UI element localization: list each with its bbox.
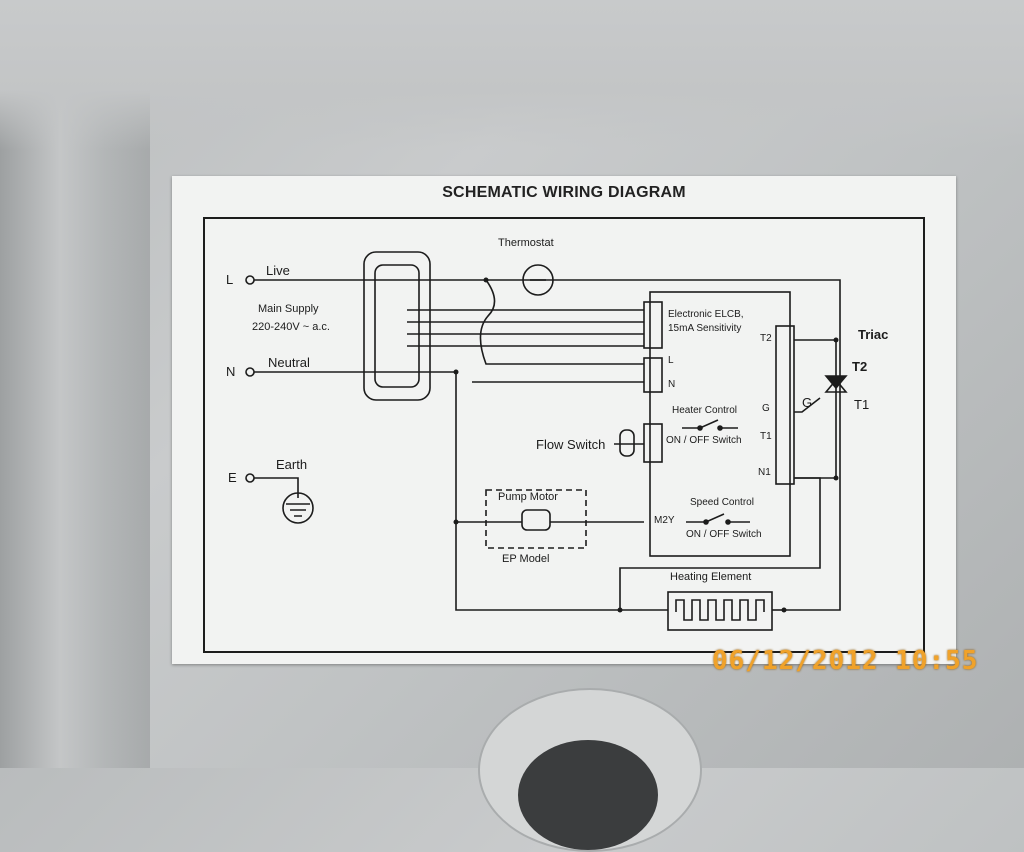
heating-element-label: Heating Element — [670, 571, 752, 583]
heater-switch-label: ON / OFF Switch — [666, 435, 742, 446]
elcb-core-outer — [363, 251, 431, 401]
triac-t2-t1 — [794, 339, 837, 479]
main-supply-voltage: 220-240V ~ a.c. — [252, 321, 330, 333]
triac-arrow-up — [824, 378, 848, 393]
earth-symbol — [282, 492, 314, 524]
heater-control-label: Heater Control — [672, 405, 738, 416]
board-n1-label: N1 — [758, 467, 771, 478]
elcb-sensitivity: 15mA Sensitivity — [668, 323, 742, 334]
elcb-connector — [643, 301, 663, 349]
terminal-l-label: L — [226, 272, 234, 287]
thermostat-return — [479, 279, 644, 365]
elcb-label: Electronic ELCB, — [668, 309, 744, 320]
earth-wire — [252, 477, 299, 498]
panel-hole — [518, 740, 658, 850]
thermostat-symbol — [522, 264, 554, 296]
pump-motor-symbol — [521, 509, 551, 531]
triac-gate — [794, 397, 821, 413]
board-t1-label: T1 — [760, 431, 772, 442]
triac-t1-label: T1 — [854, 397, 870, 412]
wiring-schematic — [203, 217, 925, 653]
live-label: Live — [266, 263, 290, 278]
speed-control-label: Speed Control — [690, 497, 754, 508]
board-n-label: N — [668, 379, 676, 390]
pump-motor-label: Pump Motor — [498, 491, 558, 503]
wiring-diagram-label: SCHEMATIC WIRING DIAGRAM — [172, 176, 956, 664]
triac-g-label: G — [802, 395, 813, 410]
pump-motor-box — [485, 489, 587, 549]
ln-connector — [643, 357, 663, 393]
flow-switch-symbol — [619, 429, 635, 457]
terminal-n-label: N — [226, 364, 236, 379]
earth-bars — [286, 503, 310, 517]
flow-switch-label: Flow Switch — [536, 437, 606, 452]
triac-arrow-down — [824, 375, 848, 390]
neutral-label: Neutral — [268, 355, 310, 370]
board-l-label: L — [668, 355, 674, 366]
thermostat-label: Thermostat — [498, 237, 554, 249]
triac-t2-label: T2 — [852, 359, 868, 374]
date-time-stamp: 06/12/2012 10:55 — [712, 646, 979, 676]
main-supply-label: Main Supply — [258, 303, 319, 315]
board-t2-label: T2 — [760, 333, 772, 344]
neutral-wire — [252, 371, 628, 611]
heating-element-coil — [675, 599, 765, 621]
speed-switch-label: ON / OFF Switch — [686, 529, 762, 540]
heater-control-switch — [682, 419, 738, 429]
panel-edge-top — [0, 0, 1024, 150]
heating-element-box — [667, 591, 773, 631]
terminal-e-label: E — [228, 470, 237, 485]
triac-connector — [775, 325, 795, 485]
board-g-label: G — [762, 403, 770, 414]
n1-wire — [619, 477, 821, 610]
terminal-e — [245, 473, 255, 483]
triac-label: Triac — [858, 327, 889, 342]
speed-control-switch — [686, 513, 750, 523]
diagram-frame — [203, 217, 925, 653]
board-m2y-label: M2Y — [654, 515, 675, 526]
elcb-core-inner — [374, 264, 420, 388]
terminal-l — [245, 275, 255, 285]
flow-connector — [643, 423, 663, 463]
earth-label: Earth — [276, 457, 308, 472]
terminal-n — [245, 367, 255, 377]
diagram-title: SCHEMATIC WIRING DIAGRAM — [442, 184, 686, 201]
ep-model-label: EP Model — [502, 553, 550, 565]
